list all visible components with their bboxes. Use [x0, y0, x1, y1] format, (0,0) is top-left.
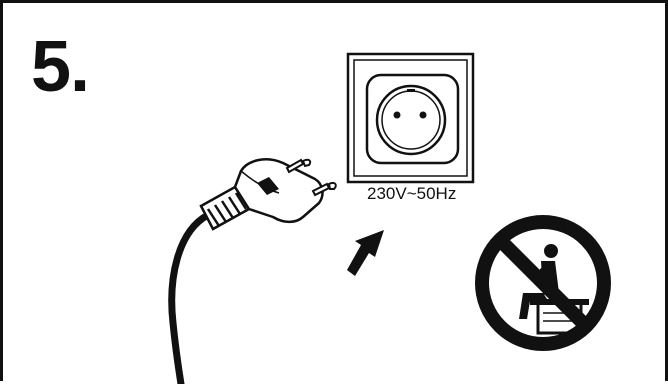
no-sitting-prohibition-icon [482, 222, 604, 344]
voltage-label: 230V~50Hz [367, 184, 456, 203]
plug-with-cord-icon [172, 159, 336, 384]
illustration: 230V~50Hz [3, 3, 668, 384]
wall-socket-icon [348, 54, 473, 182]
arrow-up-right-icon [347, 230, 384, 276]
